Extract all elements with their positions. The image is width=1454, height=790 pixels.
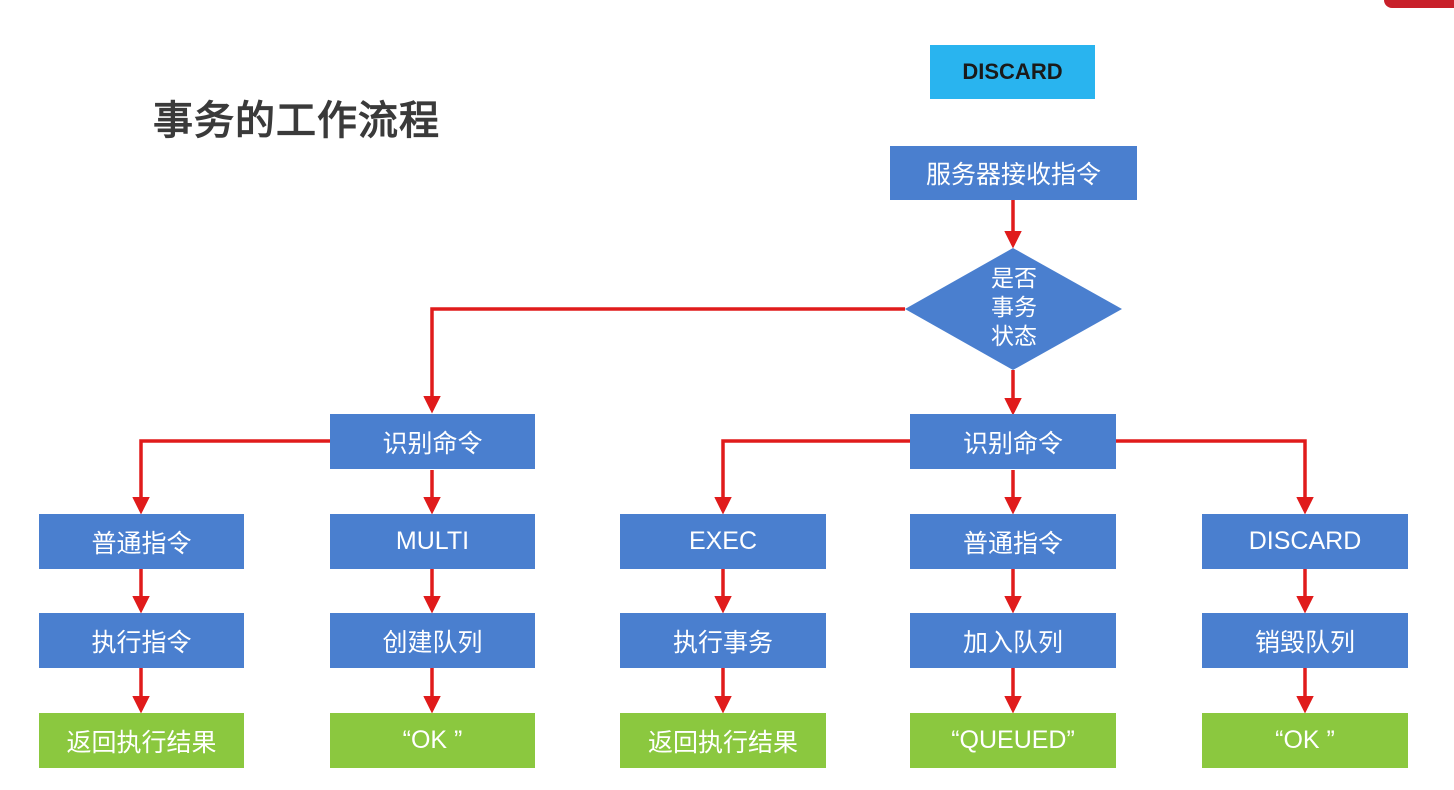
page-title: 事务的工作流程 bbox=[153, 99, 440, 143]
col2-action-node: 创建队列 bbox=[330, 613, 535, 668]
server-receive-node: 服务器接收指令 bbox=[890, 146, 1137, 200]
arrow-left-identify-to-normal bbox=[132, 439, 330, 515]
arrow-decision-to-left-identify bbox=[423, 307, 905, 414]
right-identify-node: 识别命令 bbox=[910, 414, 1116, 469]
col3-action-node: 执行事务 bbox=[620, 613, 826, 668]
decision-line-2: 事务 bbox=[991, 293, 1037, 320]
col2-result-node: “OK ” bbox=[330, 713, 535, 768]
decision-text: 是否 事务 状态 bbox=[955, 262, 1073, 352]
col1-action-node: 执行指令 bbox=[39, 613, 244, 668]
corner-decoration bbox=[1384, 0, 1454, 8]
arrow-right-identify-to-exec bbox=[714, 439, 910, 515]
col1-result-node: 返回执行结果 bbox=[39, 713, 244, 768]
left-identify-node: 识别命令 bbox=[330, 414, 535, 469]
col5-action-node: 销毁队列 bbox=[1202, 613, 1408, 668]
col2-command-node: MULTI bbox=[330, 514, 535, 569]
discard-badge: DISCARD bbox=[930, 45, 1095, 99]
col4-command-node: 普通指令 bbox=[910, 514, 1116, 569]
arrow-right-identify-to-discard bbox=[1116, 439, 1314, 515]
col3-result-node: 返回执行结果 bbox=[620, 713, 826, 768]
decision-line-3: 状态 bbox=[991, 322, 1037, 349]
col4-action-node: 加入队列 bbox=[910, 613, 1116, 668]
col5-result-node: “OK ” bbox=[1202, 713, 1408, 768]
col1-command-node: 普通指令 bbox=[39, 514, 244, 569]
col4-result-node: “QUEUED” bbox=[910, 713, 1116, 768]
decision-line-1: 是否 bbox=[991, 264, 1037, 291]
col3-command-node: EXEC bbox=[620, 514, 826, 569]
col5-command-node: DISCARD bbox=[1202, 514, 1408, 569]
decision-diamond bbox=[905, 248, 1122, 370]
